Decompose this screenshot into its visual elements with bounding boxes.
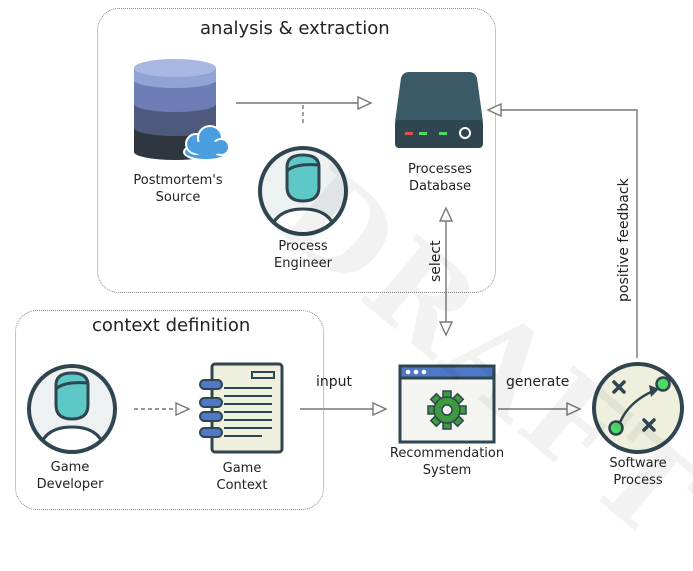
edge-positive-feedback: [501, 109, 638, 358]
gear-window-icon: [398, 364, 496, 444]
edge-label-positive-feedback: positive feedback: [616, 178, 632, 302]
edge-label-generate: generate: [506, 374, 570, 390]
process-engineer-line2: Engineer: [274, 256, 332, 271]
game-developer-line2: Developer: [36, 477, 104, 492]
database-cloud-icon: [134, 59, 230, 161]
edge-label-select: select: [428, 240, 444, 282]
software-process-label: Software Process: [588, 455, 688, 489]
software-process-line1: Software: [609, 456, 667, 471]
person-icon: [258, 146, 348, 236]
recommendation-system-node: [398, 364, 496, 446]
strategy-board-icon: [592, 362, 684, 454]
game-context-node: [196, 362, 288, 456]
analysis-extraction-title: analysis & extraction: [200, 18, 390, 39]
processes-database-line2: Database: [408, 179, 472, 194]
process-engineer-node: [255, 143, 351, 239]
analysis-extraction-group: [97, 8, 496, 293]
software-process-node: [589, 359, 687, 457]
software-process-line2: Process: [613, 473, 663, 488]
game-developer-line1: Game: [50, 460, 90, 475]
recommendation-system-line2: System: [422, 463, 472, 478]
game-developer-label: Game Developer: [22, 459, 118, 493]
context-definition-title: context definition: [92, 315, 251, 336]
postmortem-source-line2: Source: [155, 190, 201, 205]
recommendation-system-label: Recommendation System: [387, 445, 507, 479]
server-icon: [395, 72, 483, 148]
postmortem-source-node: [130, 58, 234, 162]
postmortem-source-label: Postmortem's Source: [130, 172, 226, 206]
process-engineer-label: Process Engineer: [255, 238, 351, 272]
document-icon: [199, 362, 284, 454]
game-context-line2: Context: [216, 478, 268, 493]
connectors: [134, 95, 638, 417]
person-icon: [27, 364, 117, 454]
game-context-label: Game Context: [194, 460, 290, 494]
processes-database-label: Processes Database: [392, 161, 488, 195]
process-engineer-line1: Process: [278, 239, 328, 254]
edge-label-input: input: [316, 374, 353, 390]
game-context-line1: Game: [222, 461, 262, 476]
processes-database-line1: Processes: [407, 162, 473, 177]
processes-database-node: [393, 70, 485, 152]
recommendation-system-line1: Recommendation: [389, 446, 505, 461]
game-developer-node: [24, 361, 120, 457]
postmortem-source-line1: Postmortem's: [133, 173, 223, 188]
